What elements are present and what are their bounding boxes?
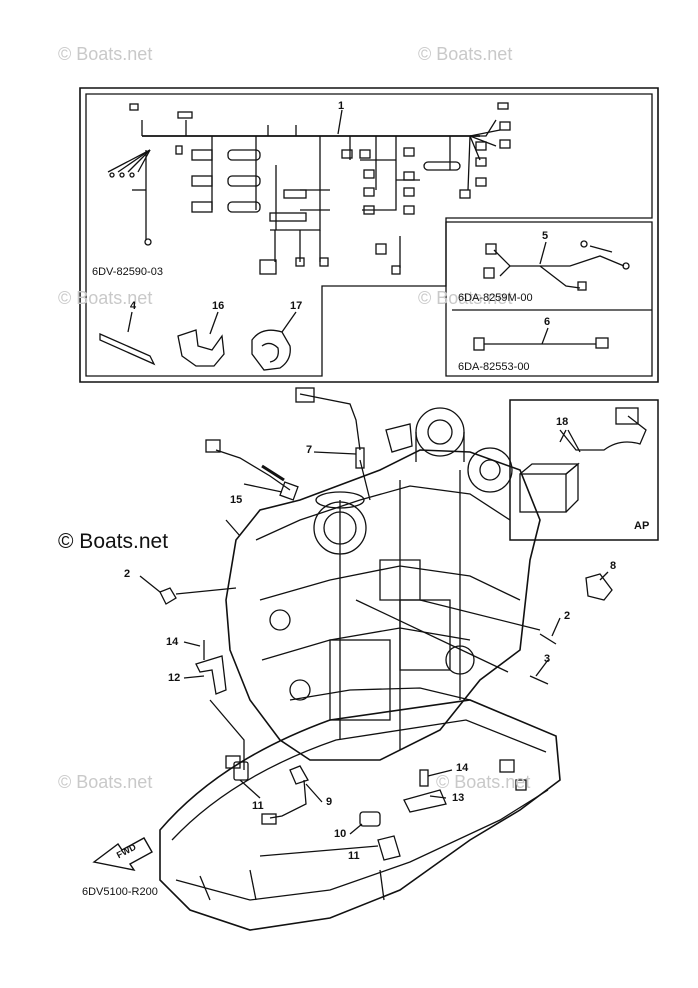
callout-6: 6: [544, 316, 551, 328]
callout-9: 9: [326, 796, 333, 808]
watermark-main: © Boats.net: [58, 530, 169, 553]
callout-17: 17: [290, 300, 303, 312]
callout-16: 16: [212, 300, 225, 312]
part-code-lead-6: 6DA-82553-00: [458, 361, 530, 373]
watermark: © Boats.net: [58, 772, 153, 792]
callout-10: 10: [334, 828, 347, 840]
callout-5: 5: [542, 230, 549, 242]
watermark: © Boats.net: [58, 44, 153, 64]
callout-4: 4: [130, 300, 137, 312]
callout-14: 14: [456, 762, 469, 774]
watermark: © Boats.net: [418, 44, 513, 64]
ap-box-label: AP: [634, 520, 650, 532]
callout-12: 12: [168, 672, 181, 684]
callout-8: 8: [610, 560, 617, 572]
callout-14: 14: [166, 636, 179, 648]
callout-11: 11: [252, 800, 264, 812]
callout-2: 2: [124, 568, 131, 580]
callout-13: 13: [452, 792, 465, 804]
diagram-id: 6DV5100-R200: [82, 886, 158, 898]
callout-15: 15: [230, 494, 243, 506]
watermark: © Boats.net: [436, 772, 531, 792]
part-code-harness-main: 6DV-82590-03: [92, 266, 163, 278]
callout-7: 7: [306, 444, 313, 456]
watermark: © Boats.net: [418, 288, 513, 308]
callout-1: 1: [338, 100, 345, 112]
callout-11: 11: [348, 850, 360, 862]
part-code-harness-5: 6DA-8259M-00: [458, 292, 533, 304]
callout-2: 2: [564, 610, 571, 622]
callout-18: 18: [556, 416, 569, 428]
watermark: © Boats.net: [58, 288, 153, 308]
callout-3: 3: [544, 653, 551, 665]
